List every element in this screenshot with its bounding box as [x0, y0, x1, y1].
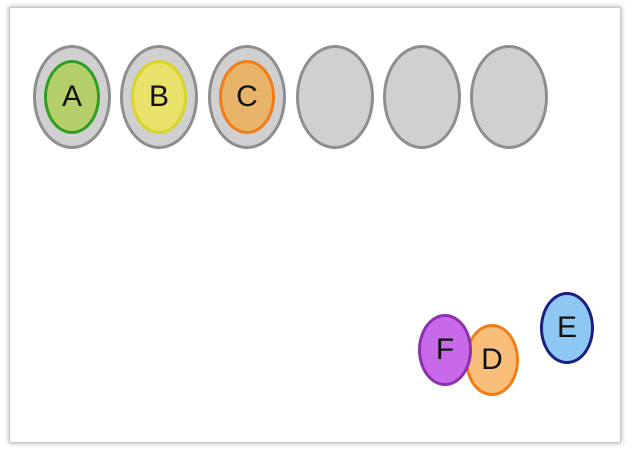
chip-d[interactable]: D	[465, 324, 519, 396]
game-board: A B C E D F	[9, 7, 621, 443]
chip-b-label: B	[148, 80, 169, 113]
slot-4[interactable]	[296, 45, 374, 149]
slot-3[interactable]: C	[208, 45, 286, 149]
chip-c[interactable]: C	[219, 60, 275, 134]
slot-1[interactable]: A	[33, 45, 111, 149]
chip-a-label: A	[61, 80, 82, 113]
chip-f-label: F	[435, 333, 455, 366]
slot-5[interactable]	[383, 45, 461, 149]
chip-b[interactable]: B	[131, 60, 187, 134]
slot-6[interactable]	[470, 45, 548, 149]
chip-e-label: E	[556, 311, 577, 344]
chip-e[interactable]: E	[540, 292, 594, 364]
chip-a[interactable]: A	[44, 60, 100, 134]
chip-f[interactable]: F	[418, 314, 472, 386]
chip-c-label: C	[236, 80, 258, 113]
slot-2[interactable]: B	[120, 45, 198, 149]
chip-d-label: D	[481, 343, 503, 376]
